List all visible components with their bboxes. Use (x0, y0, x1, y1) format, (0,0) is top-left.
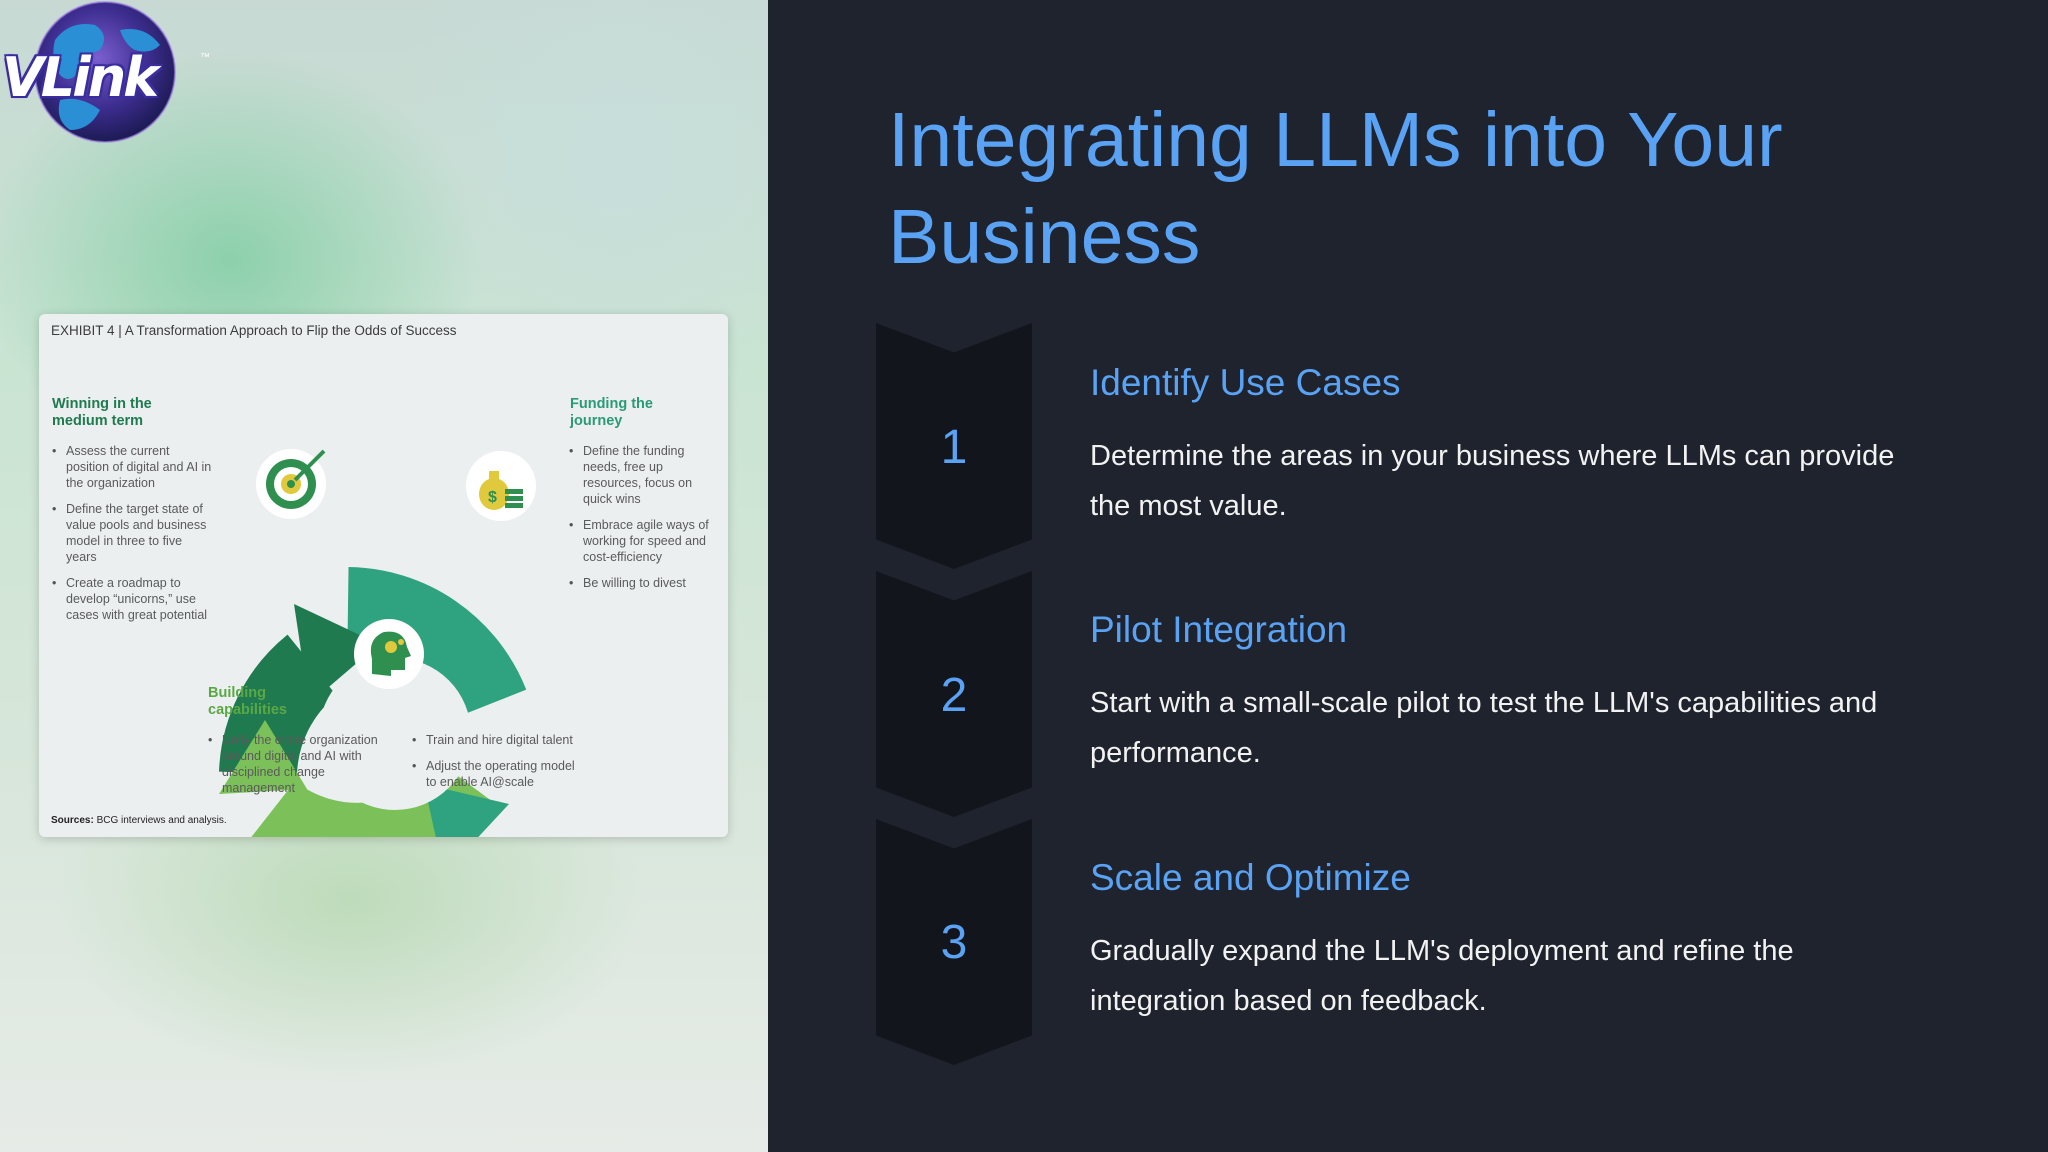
list-item: Create a roadmap to develop “unicorns,” … (52, 575, 214, 623)
step-2-chevron (876, 571, 1032, 817)
building-heading: Building capabilities (208, 685, 287, 718)
left-image-panel: VLink ™ EXHIBIT 4 | A Transformation App… (0, 0, 768, 1152)
funding-arc (346, 567, 527, 720)
list-item: Be willing to divest (569, 575, 719, 591)
money-bag-icon: $ (466, 451, 536, 521)
building-bullets-left: Unify the entire organization around dig… (208, 732, 388, 806)
step-1-chevron (876, 323, 1032, 569)
exhibit-card: EXHIBIT 4 | A Transformation Approach to… (39, 314, 728, 837)
logo-text: VLink (2, 46, 159, 109)
step-3-description: Gradually expand the LLM's deployment an… (1090, 935, 1794, 1017)
step-2-number: 2 (940, 669, 968, 722)
globe-icon (34, 1, 176, 143)
list-item: Assess the current position of digital a… (52, 443, 214, 491)
trademark-symbol: ™ (200, 52, 210, 63)
winning-arrowhead (294, 604, 379, 704)
list-item: Define the target state of value pools a… (52, 501, 214, 565)
target-icon (256, 449, 326, 519)
funding-heading: Funding the journey (570, 396, 653, 429)
step-3-chevron (876, 819, 1032, 1065)
step-1-title: Identify Use Cases (1090, 362, 1401, 403)
sources-note: Sources: BCG interviews and analysis. (51, 815, 227, 826)
step-1-number: 1 (940, 421, 968, 474)
funding-arrowhead (424, 784, 509, 837)
vlink-logo: VLink ™ (0, 0, 220, 150)
list-item: Adjust the operating model to enable AI@… (412, 758, 582, 790)
step-2-description: Start with a small-scale pilot to test t… (1090, 687, 1878, 769)
step-3-title: Scale and Optimize (1090, 857, 1411, 898)
svg-text:$: $ (488, 489, 497, 506)
list-item: Embrace agile ways of working for speed … (569, 517, 719, 565)
funding-bullets: Define the funding needs, free up resour… (569, 443, 719, 601)
step-1-description: Determine the areas in your business whe… (1090, 440, 1895, 522)
list-item: Train and hire digital talent (412, 732, 582, 748)
winning-bullets: Assess the current position of digital a… (52, 443, 214, 633)
building-bullets-right: Train and hire digital talent Adjust the… (412, 732, 582, 800)
step-2-title: Pilot Integration (1090, 609, 1348, 650)
page-title: Integrating LLMs into Your Business (888, 97, 1783, 280)
exhibit-title: EXHIBIT 4 | A Transformation Approach to… (51, 323, 457, 338)
step-3-number: 3 (940, 916, 968, 969)
head-gears-icon (354, 619, 424, 689)
list-item: Unify the entire organization around dig… (208, 732, 388, 796)
list-item: Define the funding needs, free up resour… (569, 443, 719, 507)
winning-heading: Winning in the medium term (52, 396, 152, 429)
